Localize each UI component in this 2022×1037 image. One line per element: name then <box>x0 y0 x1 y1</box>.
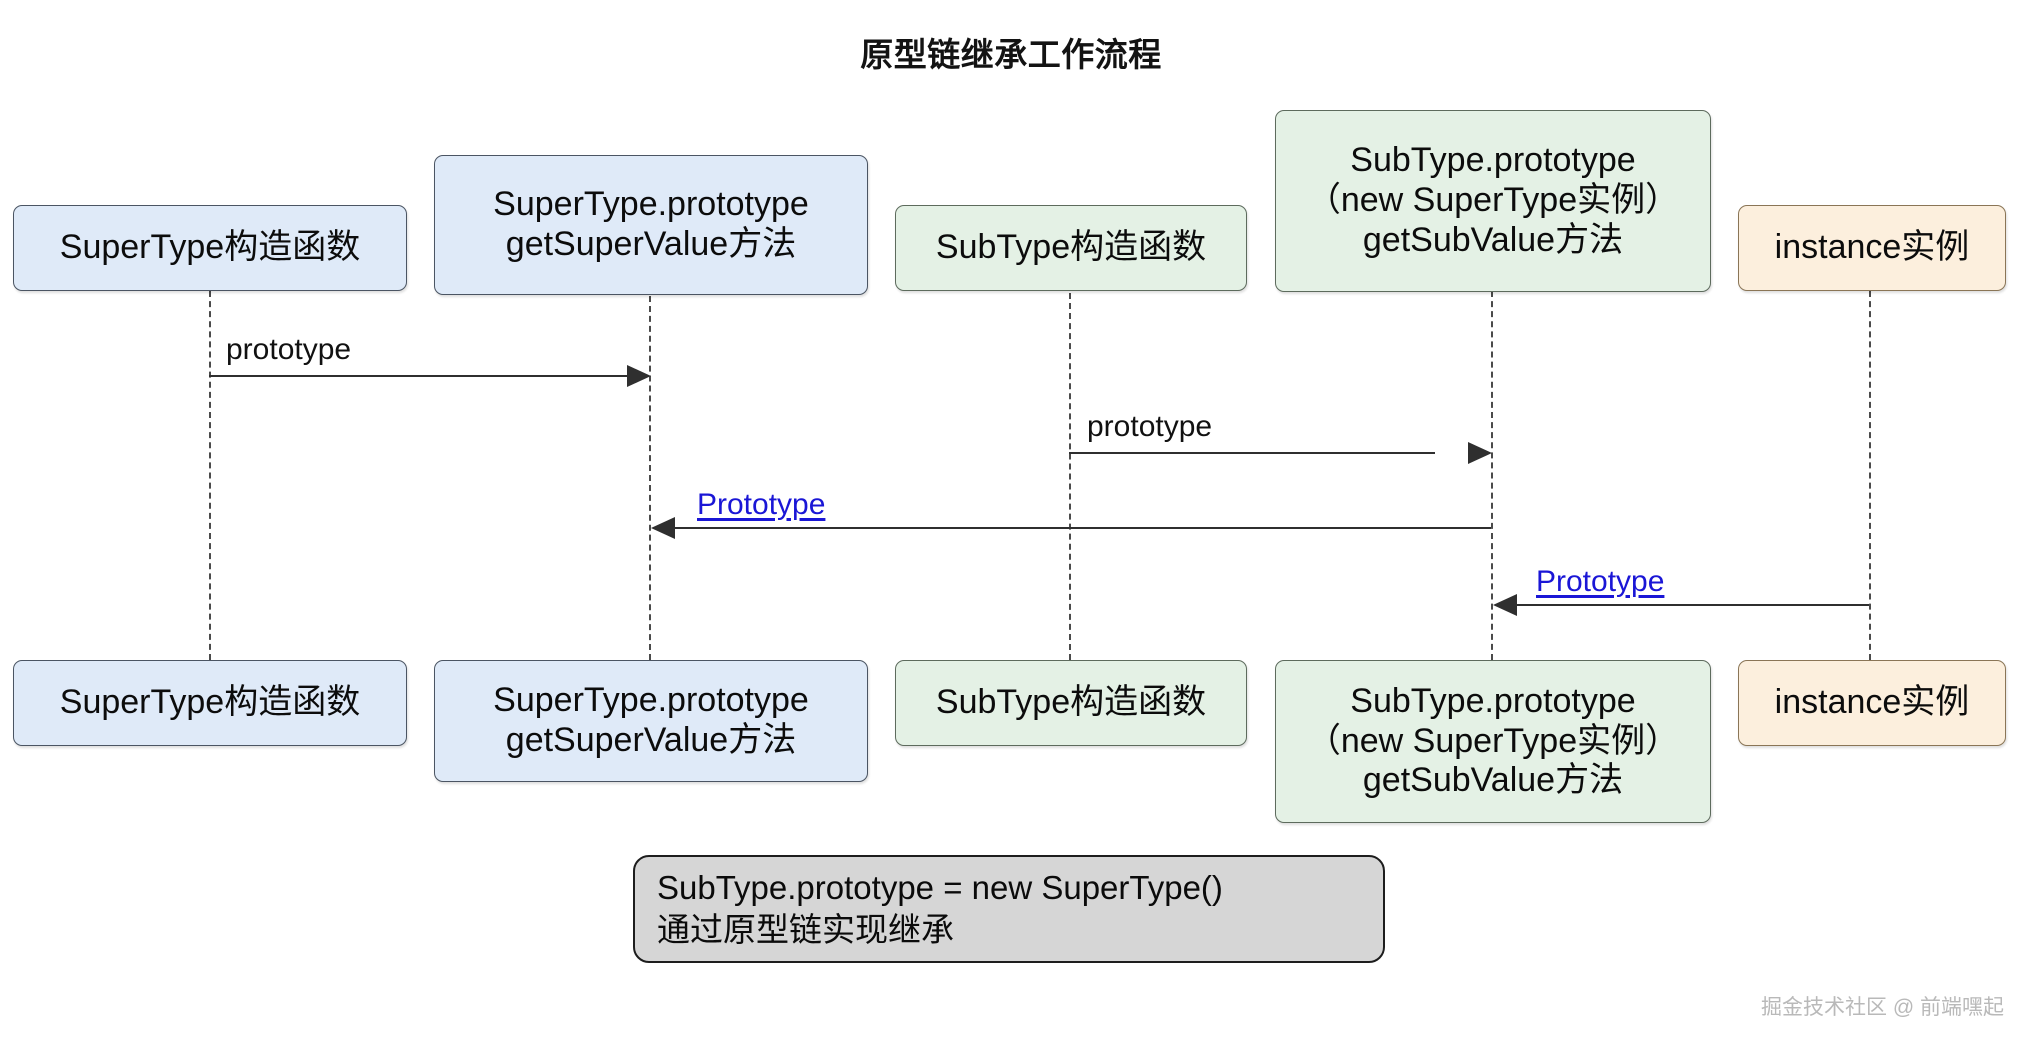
lifeline-supertype-constructor <box>209 291 211 660</box>
message-line-prototype-3 <box>675 527 1491 529</box>
message-label-prototype-3[interactable]: Prototype <box>697 488 826 521</box>
participant-bottom-supertype-prototype[interactable]: SuperType.prototype getSuperValue方法 <box>434 660 868 782</box>
arrow-head-right-icon <box>627 365 651 387</box>
message-label-prototype-1: prototype <box>226 333 352 366</box>
lifeline-supertype-prototype <box>649 296 651 660</box>
participant-bottom-subtype-constructor[interactable]: SubType构造函数 <box>895 660 1247 746</box>
lifeline-subtype-prototype <box>1491 291 1493 660</box>
note-box[interactable]: SubType.prototype = new SuperType() 通过原型… <box>633 855 1385 963</box>
participant-bottom-instance[interactable]: instance实例 <box>1738 660 2006 746</box>
participant-top-subtype-constructor[interactable]: SubType构造函数 <box>895 205 1247 291</box>
arrow-head-left-icon <box>1493 594 1517 616</box>
participant-top-subtype-prototype[interactable]: SubType.prototype （new SuperType实例） getS… <box>1275 110 1711 292</box>
arrow-head-right-icon <box>1468 442 1492 464</box>
participant-top-supertype-constructor[interactable]: SuperType构造函数 <box>13 205 407 291</box>
message-label-prototype-2: prototype <box>1087 410 1213 443</box>
message-label-prototype-4[interactable]: Prototype <box>1536 565 1665 598</box>
message-line-prototype-4 <box>1517 604 1869 606</box>
arrow-head-left-icon <box>651 517 675 539</box>
participant-bottom-supertype-constructor[interactable]: SuperType构造函数 <box>13 660 407 746</box>
message-line-prototype-1 <box>209 375 635 377</box>
participant-top-instance[interactable]: instance实例 <box>1738 205 2006 291</box>
participant-top-supertype-prototype[interactable]: SuperType.prototype getSuperValue方法 <box>434 155 868 295</box>
message-line-prototype-2 <box>1069 452 1435 454</box>
page-title: 原型链继承工作流程 <box>860 36 1162 73</box>
participant-bottom-subtype-prototype[interactable]: SubType.prototype （new SuperType实例） getS… <box>1275 660 1711 823</box>
lifeline-instance <box>1869 291 1871 660</box>
watermark: 掘金技术社区 @ 前端嘿起 <box>1761 996 2004 1019</box>
lifeline-subtype-constructor <box>1069 293 1071 660</box>
